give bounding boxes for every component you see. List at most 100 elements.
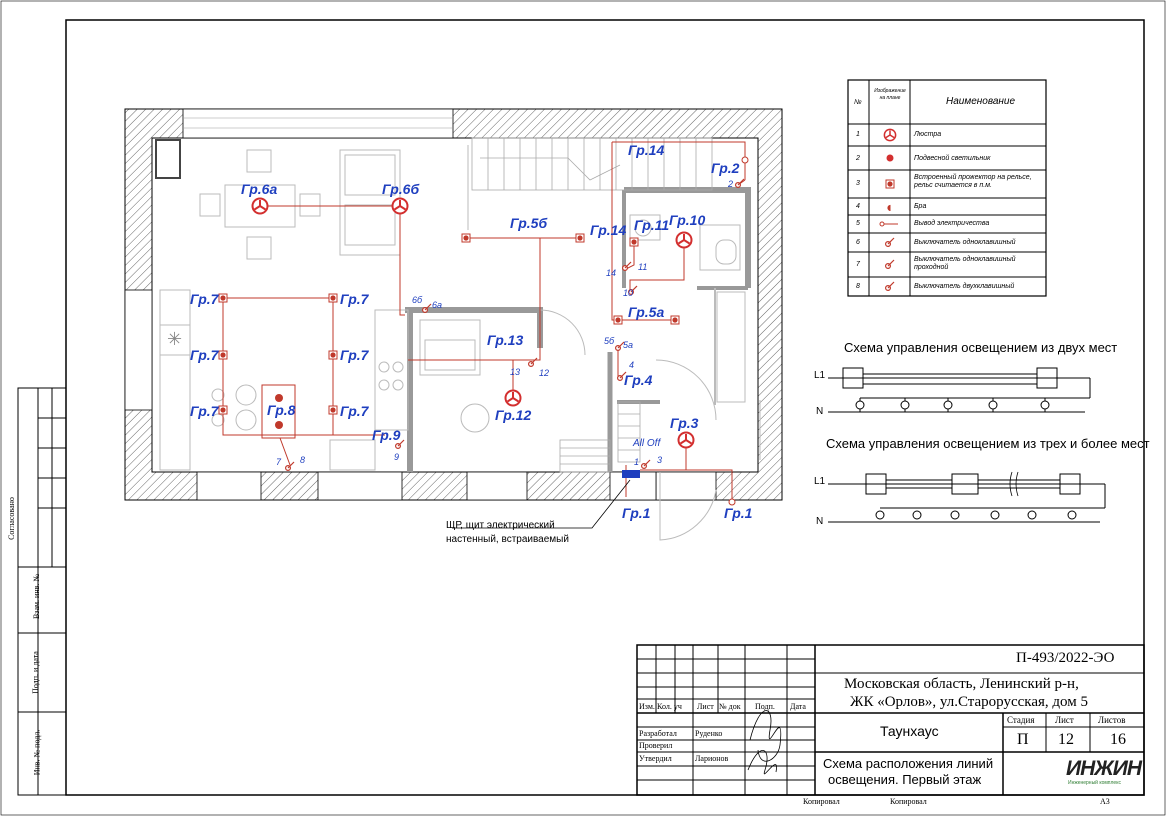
- legend-row-no: 6: [856, 239, 860, 246]
- col-ndok: № док: [719, 702, 741, 711]
- legend-row-name: Выключатель двухклавишный: [914, 283, 1015, 290]
- sheets-header: Листов: [1098, 715, 1126, 725]
- col-podp: Подп.: [755, 702, 775, 711]
- legend-row-name: Подвесной светильник: [914, 155, 991, 162]
- group-label: Гр.7: [340, 291, 369, 307]
- mark: 4: [629, 360, 635, 370]
- address-line1: Московская область, Ленинский р-н,: [844, 676, 1079, 692]
- building-type: Таунхаус: [880, 723, 939, 739]
- mark: 6а: [432, 300, 443, 310]
- group-label: Гр.9: [372, 427, 401, 443]
- scheme-two-lamps: [855, 400, 1050, 410]
- mark: 12: [539, 368, 550, 378]
- scheme-two-n: N: [816, 406, 824, 417]
- svg-text:◖: ◖: [887, 203, 891, 212]
- legend-header-image: Изображение на плане: [874, 88, 906, 101]
- mark: 5б: [604, 336, 615, 346]
- legend-row-no: 3: [856, 180, 860, 187]
- scheme-two-places: [828, 367, 1091, 413]
- mark: 14: [606, 268, 617, 278]
- legend-header-name: Наименование: [946, 96, 1016, 107]
- role-approver: Утвердил: [639, 754, 672, 763]
- svg-text:✳: ✳: [167, 329, 182, 350]
- sheets-value: 16: [1110, 731, 1126, 748]
- stamp-soglasovano: Согласовано: [6, 497, 16, 540]
- legend-row-name: Встроенный прожектор на рельсе, рельс сч…: [914, 174, 1032, 189]
- group-label: Гр.10: [669, 212, 706, 228]
- group-label: Гр.7: [340, 403, 369, 419]
- group-label: Гр.4: [624, 372, 653, 388]
- sheet-title-line2: освещения. Первый этаж: [828, 772, 982, 787]
- mark: 13: [510, 367, 521, 377]
- stamp-podp: Подп. и дата: [30, 651, 40, 694]
- col-list: Лист: [697, 702, 714, 711]
- all-off-mark: All Off: [633, 438, 661, 449]
- group-label: Гр.14: [628, 142, 665, 158]
- legend-row-name: Вывод электричества: [914, 220, 990, 227]
- mark: 2: [728, 179, 734, 189]
- group-label: Гр.7: [190, 403, 219, 419]
- legend-symbols: ◖: [879, 128, 898, 291]
- stage-header: Стадия: [1007, 715, 1035, 725]
- group-label: Гр.14: [590, 222, 627, 238]
- group-label: Гр.2: [711, 160, 740, 176]
- group-label: Гр.8: [267, 402, 296, 418]
- group-label: Гр.7: [190, 291, 219, 307]
- floor-plan: ✳: [124, 108, 783, 541]
- col-kol: Кол. уч: [657, 702, 682, 711]
- format-label: А3: [1100, 797, 1110, 806]
- address-line2: ЖК «Орлов», ул.Старорусская, дом 5: [850, 694, 1089, 710]
- legend-row-name: Выключатель одноклавишный проходной: [914, 256, 1016, 271]
- stage-value: П: [1017, 731, 1029, 748]
- group-label: Гр.1: [622, 505, 651, 521]
- scheme-two-l1: L1: [814, 370, 826, 381]
- group-label: Гр.12: [495, 407, 532, 423]
- scheme-three-l1: L1: [814, 476, 826, 487]
- copied-label: Копировал: [803, 797, 840, 806]
- company-logo: [1060, 760, 1118, 782]
- lighting-wires: [222, 141, 746, 502]
- lighting-fixtures: [218, 156, 749, 506]
- group-label: Гр.7: [190, 347, 219, 363]
- legend-row-name: Выключатель одноклавишный: [914, 239, 1016, 246]
- sheet-title-line1: Схема расположения линий: [823, 756, 994, 771]
- legend-row-name: Люстра: [914, 131, 942, 138]
- role-developer: Разработал: [639, 729, 677, 738]
- electrical-panel: [622, 470, 640, 478]
- scheme-three-lamps: [875, 510, 1077, 520]
- col-izm: Изм.: [639, 702, 655, 711]
- group-label: Гр.13: [487, 332, 524, 348]
- mark: 7: [276, 457, 282, 467]
- group-label: Гр.11: [634, 217, 670, 233]
- legend-header-no: №: [854, 99, 862, 106]
- name-developer: Руденко: [695, 729, 723, 738]
- legend-row-no: 2: [856, 155, 860, 162]
- name-approver: Ларионов: [695, 754, 729, 763]
- panel-label-line1: ЩР, щит электрический: [446, 520, 555, 531]
- scheme-three-places: [828, 471, 1106, 523]
- legend-row-no: 4: [856, 203, 860, 210]
- mark: 6б: [412, 295, 423, 305]
- mark: 1: [634, 457, 640, 467]
- doc-code: П-493/2022-ЭО: [1016, 650, 1115, 666]
- group-label: Гр.7: [340, 347, 369, 363]
- logo-subtext: Инженерный комплекс: [1068, 780, 1121, 786]
- legend-row-no: 7: [856, 261, 860, 268]
- panel-label-line2: настенный, встраиваемый: [446, 534, 569, 545]
- mark: 11: [638, 262, 648, 272]
- title-block-frame: [636, 644, 1145, 796]
- sheet-header: Лист: [1055, 715, 1074, 725]
- group-label: Гр.6а: [241, 181, 278, 197]
- legend-row-no: 5: [856, 220, 860, 227]
- group-label: Гр.6б: [382, 181, 420, 197]
- copied-label: Копировал: [890, 797, 927, 806]
- mark: 8: [300, 455, 306, 465]
- mark: 10: [623, 288, 634, 298]
- group-label: Гр.1: [724, 505, 753, 521]
- mark: 3: [657, 455, 663, 465]
- logo-text: ИНЖИН: [1066, 757, 1142, 780]
- scheme-three-n: N: [816, 516, 824, 527]
- panel-label: ЩР, щит электрический настенный, встраив…: [446, 519, 569, 547]
- stamp-inv: Инв. № подл.: [32, 729, 42, 776]
